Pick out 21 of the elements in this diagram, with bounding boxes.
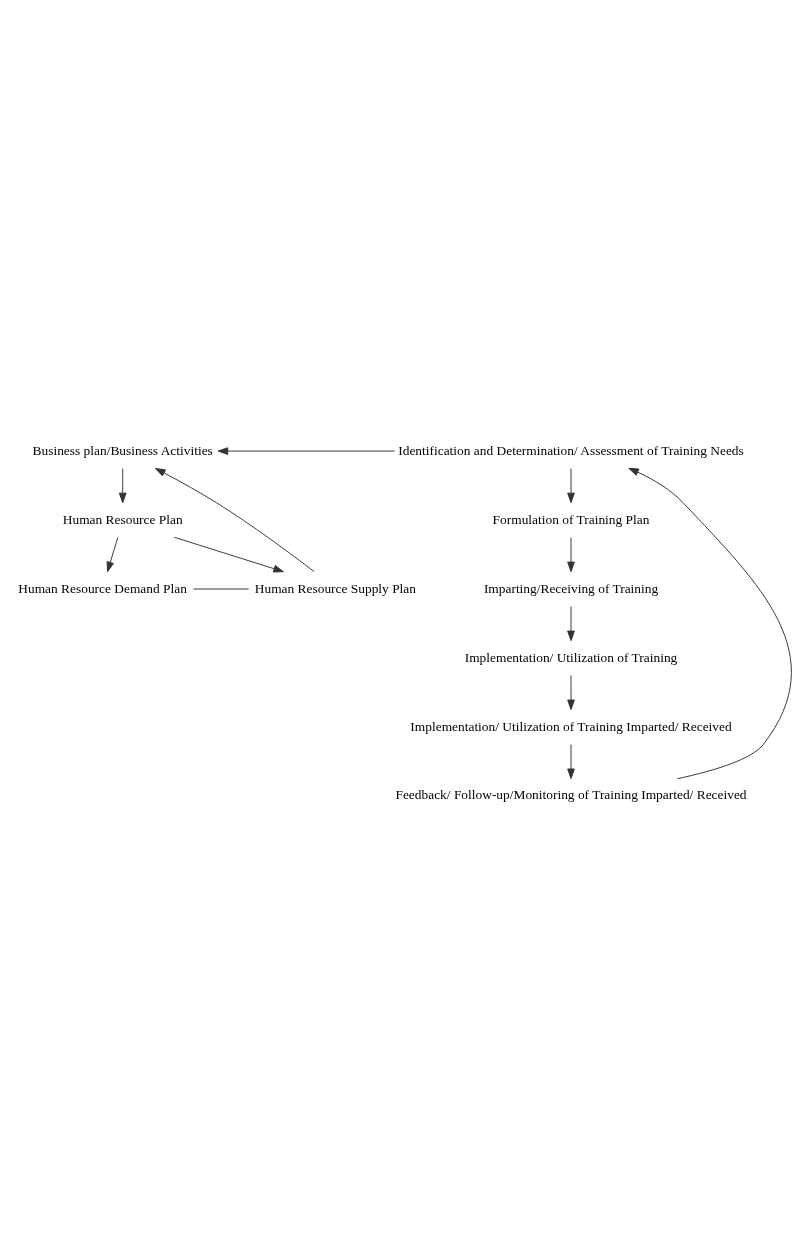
node-text: Formulation of Training Plan xyxy=(492,511,650,527)
node-text: Implementation/ Utilization of Training xyxy=(464,649,678,665)
arrow xyxy=(118,467,127,503)
arrow xyxy=(106,536,119,572)
node-text: Feedback/ Follow-up/Monitoring of Training Imparted/ Received xyxy=(395,786,747,802)
arrow xyxy=(154,467,315,572)
arrow xyxy=(217,446,396,455)
node-text: Human Resource Demand Plan xyxy=(18,580,187,596)
node-text: Human Resource Supply Plan xyxy=(254,580,416,596)
node-text: Human Resource Plan xyxy=(62,511,183,527)
node-text: Implementation/ Utilization of Training Imparted/ Received xyxy=(410,718,732,733)
arrow xyxy=(567,605,575,641)
node-text: Identification and Determination/ Assessment of Training Needs xyxy=(398,442,744,458)
arrow xyxy=(567,536,575,572)
node-text: Imparting/Receiving of Training xyxy=(483,580,659,596)
arrow xyxy=(628,467,792,779)
arrow xyxy=(567,674,575,710)
arrow xyxy=(567,467,575,503)
arrow xyxy=(567,743,575,779)
node-text: Business plan/Business Activities xyxy=(32,442,213,458)
arrow xyxy=(174,536,284,572)
